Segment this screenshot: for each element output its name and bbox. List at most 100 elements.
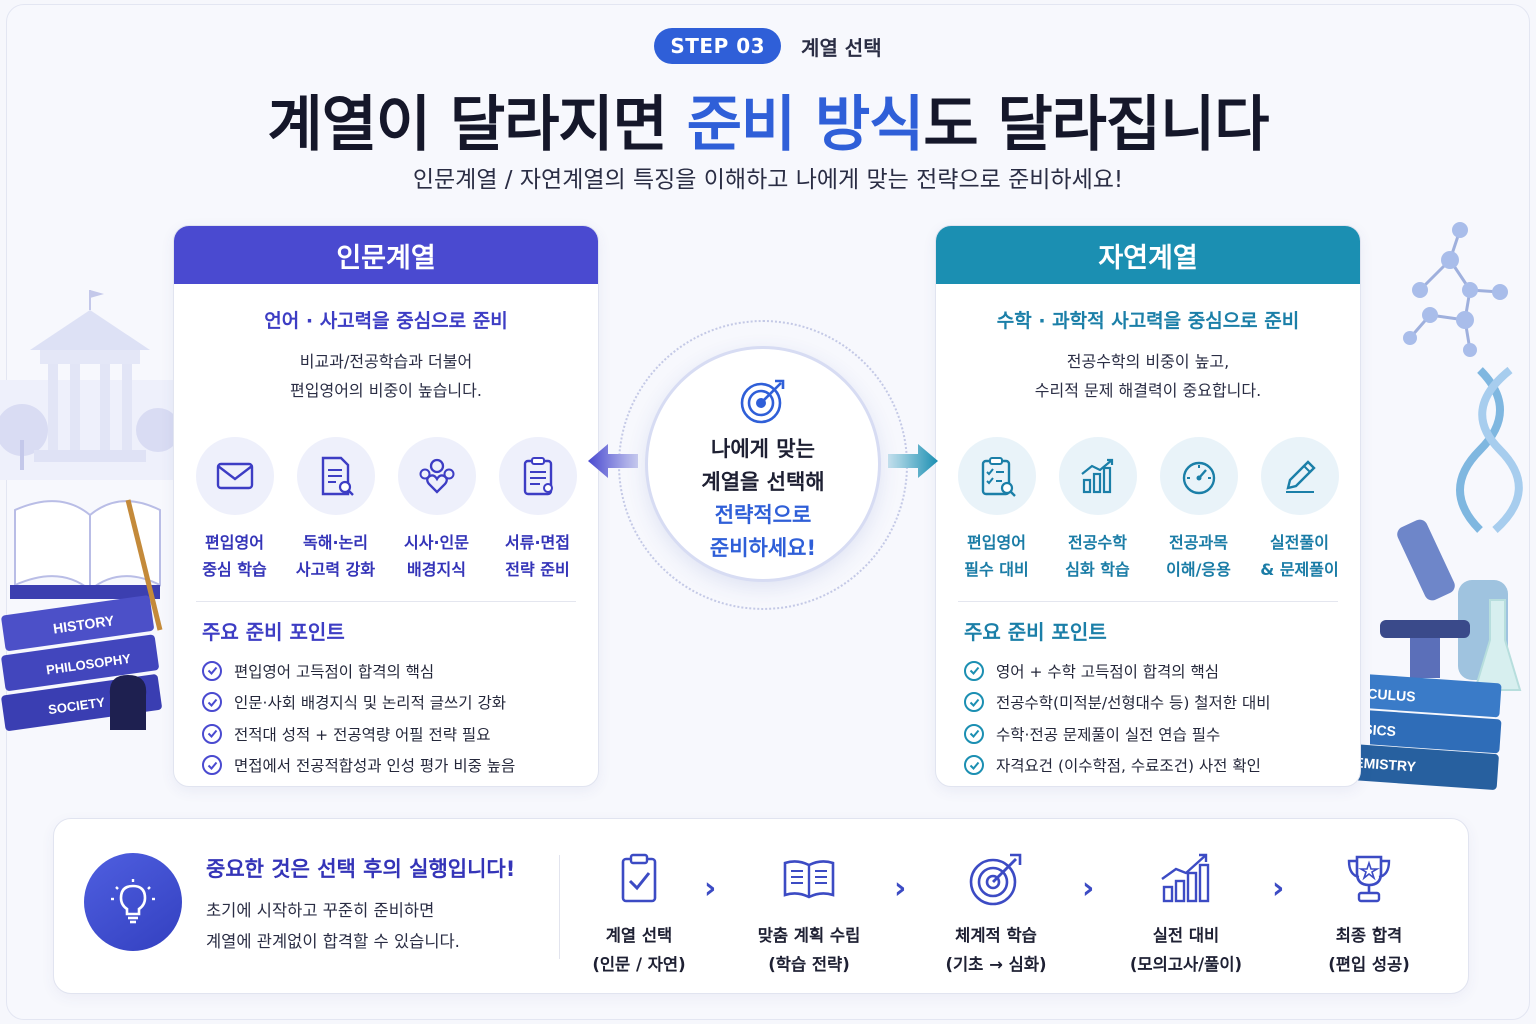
check-icon (202, 755, 222, 776)
step-badge: STEP 03 (654, 28, 782, 64)
humanities-points-list: 편입영어 고득점이 합격의 핵심 인문·사회 배경지식 및 논리적 글쓰기 강화… (202, 655, 598, 781)
icon-label-line1: 실전풀이 (1270, 533, 1329, 552)
lightbulb-badge (84, 853, 182, 951)
check-icon (202, 660, 222, 681)
icon-label-line2: 이해/응용 (1166, 560, 1231, 579)
humanities-card: 인문계열 언어 · 사고력을 중심으로 준비 비교과/전공학습과 더불어 편입영… (173, 225, 599, 787)
process-step-pass: 최종 합격 (편입 성공) (1284, 849, 1454, 979)
step-label-line1: 최종 합격 (1335, 926, 1403, 945)
lightbulb-icon (111, 879, 155, 924)
trophy-icon (1347, 855, 1391, 903)
science-focus: 수학 · 과학적 사고력을 중심으로 준비 (996, 310, 1300, 332)
bottom-title: 중요한 것은 선택 후의 실행입니다! (206, 857, 516, 881)
clipboard-check-icon (621, 853, 657, 903)
list-item: 인문·사회 배경지식 및 논리적 글쓰기 강화 (202, 687, 598, 719)
chevron-right-icon: › (894, 871, 907, 906)
list-item: 전공수학(미적분/선형대수 등) 철저한 대비 (964, 687, 1360, 719)
growth-chart-icon (1161, 853, 1210, 903)
step-label-line2: (학습 전략) (768, 955, 850, 974)
icon-label-line1: 전공과목 (1169, 533, 1228, 552)
step-label-line1: 맞춤 계획 수립 (757, 926, 861, 945)
bar-chart-icon (1080, 458, 1113, 494)
science-illustration: CALCULUS PHYSICS (1370, 222, 1523, 754)
list-item: 영어 + 수학 고득점이 합격의 핵심 (964, 655, 1360, 687)
book-icon (783, 860, 835, 899)
center-text-line3: 전략적으로 (714, 503, 812, 527)
step-label-line2: (모의고사/풀이) (1129, 955, 1243, 974)
point-text: 면접에서 전공적합성과 인성 평가 비중 높음 (234, 757, 516, 776)
icon-label-line1: 편입영어 (205, 533, 264, 552)
icon-label-line2: 배경지식 (407, 560, 466, 579)
point-text: 영어 + 수학 고득점이 합격의 핵심 (996, 662, 1220, 681)
envelope-icon (216, 462, 253, 490)
arrow-right-icon (888, 444, 938, 478)
center-text-line1: 나에게 맞는 (711, 437, 815, 461)
point-text: 인문·사회 배경지식 및 논리적 글쓰기 강화 (234, 694, 506, 713)
bottom-banner: 중요한 것은 선택 후의 실행입니다! 초기에 시작하고 꾸준히 준비하면 계열… (53, 818, 1469, 994)
check-icon (964, 692, 984, 713)
chevron-right-icon: › (704, 871, 717, 906)
check-icon (202, 723, 222, 744)
step-label-line1: 실전 대비 (1152, 926, 1220, 945)
check-icon (964, 723, 984, 744)
gauge-icon (1182, 461, 1215, 495)
university-building-illustration (0, 290, 180, 480)
icon-label-line1: 편입영어 (967, 533, 1026, 552)
humanities-desc-line1: 비교과/전공학습과 더불어 (299, 352, 473, 371)
title-highlight: 준비 방식 (686, 90, 925, 160)
icon-label-line1: 서류·면접 (505, 533, 570, 552)
divider (196, 601, 576, 602)
people-heart-icon (419, 458, 454, 494)
science-description: 전공수학의 비중이 높고, 수리적 문제 해결력이 중요합니다. (936, 347, 1360, 405)
icon-label-line2: 전략 준비 (505, 560, 570, 579)
icon-label-line1: 시사·인문 (404, 533, 469, 552)
pencil-icon (1285, 460, 1316, 493)
page-title: 계열이 달라지면 준비 방식도 달라집니다 (0, 76, 1536, 163)
chevron-right-icon: › (1082, 871, 1095, 906)
title-part1: 계열이 달라지면 (267, 90, 687, 160)
step-indicator: STEP 03 계열 선택 (0, 28, 1536, 64)
process-step-plan: 맞춤 계획 수립 (학습 전략) (724, 849, 894, 979)
target-icon (740, 379, 785, 424)
step-label-line1: 체계적 학습 (955, 926, 1037, 945)
science-card: 자연계열 수학 · 과학적 사고력을 중심으로 준비 전공수학의 비중이 높고,… (935, 225, 1361, 787)
humanities-focus: 언어 · 사고력을 중심으로 준비 (264, 310, 508, 332)
check-icon (964, 660, 984, 681)
title-part2: 도 달라집니다 (923, 90, 1269, 160)
bottom-body-line2: 계열에 관계없이 합격할 수 있습니다. (206, 932, 460, 951)
process-step-select: 계열 선택(인문 / 자연) (554, 849, 724, 979)
icon-label-line2: 중심 학습 (202, 560, 267, 579)
science-icon-item: 실전풀이& 문제풀이 (1250, 437, 1350, 583)
point-text: 편입영어 고득점이 합격의 핵심 (234, 662, 435, 681)
checklist-icon (981, 457, 1016, 497)
point-text: 전적대 성적 + 전공역량 어필 전략 필요 (234, 725, 491, 744)
vertical-divider (559, 855, 560, 959)
science-desc-line1: 전공수학의 비중이 높고, (1066, 352, 1230, 371)
divider (958, 601, 1338, 602)
step-label-line2: (인문 / 자연) (592, 955, 686, 974)
icon-label-line2: 사고력 강화 (295, 560, 376, 579)
science-title: 자연계열 (936, 226, 1360, 284)
center-message-circle: 나에게 맞는 계열을 선택해 전략적으로 준비하세요! (645, 346, 881, 582)
process-step-practice: 실전 대비 (모의고사/풀이) (1101, 849, 1271, 979)
step-label-line2: (기초 → 심화) (945, 955, 1047, 974)
list-item: 전적대 성적 + 전공역량 어필 전략 필요 (202, 718, 598, 750)
list-item: 면접에서 전공적합성과 인성 평가 비중 높음 (202, 750, 598, 782)
clipboard-icon (523, 457, 553, 496)
humanities-desc-line2: 편입영어의 비중이 높습니다. (290, 381, 482, 400)
point-text: 전공수학(미적분/선형대수 등) 철저한 대비 (996, 694, 1271, 713)
center-text-line4: 준비하세요! (709, 536, 817, 560)
humanities-title: 인문계열 (174, 226, 598, 284)
step-label-line2: (편입 성공) (1328, 955, 1410, 974)
icon-label-line2: 필수 대비 (964, 560, 1029, 579)
step-label: 계열 선택 (801, 35, 882, 60)
science-points-title: 주요 준비 포인트 (964, 620, 1107, 644)
check-icon (964, 755, 984, 776)
list-item: 편입영어 고득점이 합격의 핵심 (202, 655, 598, 687)
